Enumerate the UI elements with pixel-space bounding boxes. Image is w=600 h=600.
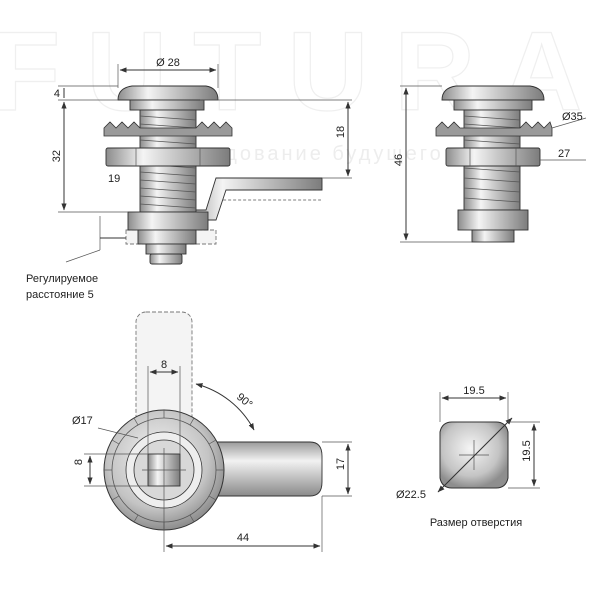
lock-neck <box>129 99 205 111</box>
screw-tip <box>149 253 183 265</box>
label-adjustable-line1: Регулируемое <box>26 273 98 285</box>
lock-head <box>117 85 219 101</box>
dim-flange-diameter: Ø17 <box>72 415 93 427</box>
dim-head-height: 4 <box>54 88 60 100</box>
dim-body-length: 32 <box>51 150 63 162</box>
side-lock-neck <box>453 99 533 111</box>
cam-plate <box>137 229 197 245</box>
dim-hole-width: 19.5 <box>463 385 484 397</box>
dim-square-drive: 8 <box>161 359 167 371</box>
dim-hole-diameter: Ø22.5 <box>396 489 426 501</box>
side-lock-head <box>441 85 545 101</box>
front-view: Ø 28 4 32 19 18 Регулируемое расстояние … <box>26 57 352 301</box>
side-bottom-collar <box>457 209 529 231</box>
leader-flange <box>97 427 139 439</box>
rotation-arc <box>195 383 255 431</box>
side-serrated-washer <box>435 121 553 137</box>
label-hole-title: Размер отверстия <box>430 517 522 529</box>
dim-square-drive-side: 8 <box>73 459 85 465</box>
dim-line-hole-diameter <box>437 417 513 493</box>
dim-total-length: 46 <box>393 154 405 166</box>
dim-cam-offset: 18 <box>335 126 347 138</box>
dim-cam-length: 44 <box>237 532 249 544</box>
bottom-view: 90° 8 8 Ø17 17 44 <box>72 311 352 552</box>
hex-nut <box>105 147 231 167</box>
side-square-drive <box>471 229 515 243</box>
label-adjustable-line2: расстояние 5 <box>26 289 94 301</box>
dim-nut-size: 27 <box>558 148 570 160</box>
dim-hole-height: 19.5 <box>521 440 533 461</box>
hole-view: 19.5 19.5 Ø22.5 Размер отверстия <box>396 385 540 529</box>
square-drive <box>145 243 187 255</box>
dim-thread: 19 <box>108 173 120 185</box>
leader-washer <box>551 117 587 129</box>
side-hex-nut <box>445 147 541 167</box>
dim-head-diameter: Ø 28 <box>156 57 180 69</box>
dim-cam-width: 17 <box>335 458 347 470</box>
leader-adjustable <box>65 249 101 263</box>
cam-alt-outline <box>204 199 321 213</box>
side-view: 46 Ø35 27 <box>393 85 587 243</box>
bottom-collar <box>127 211 209 231</box>
dim-washer-diameter: Ø35 <box>562 111 583 123</box>
watermark: FUTURA оборудование будущего <box>0 8 583 165</box>
serrated-washer <box>103 121 233 137</box>
bottom-cam-arm <box>209 441 323 497</box>
